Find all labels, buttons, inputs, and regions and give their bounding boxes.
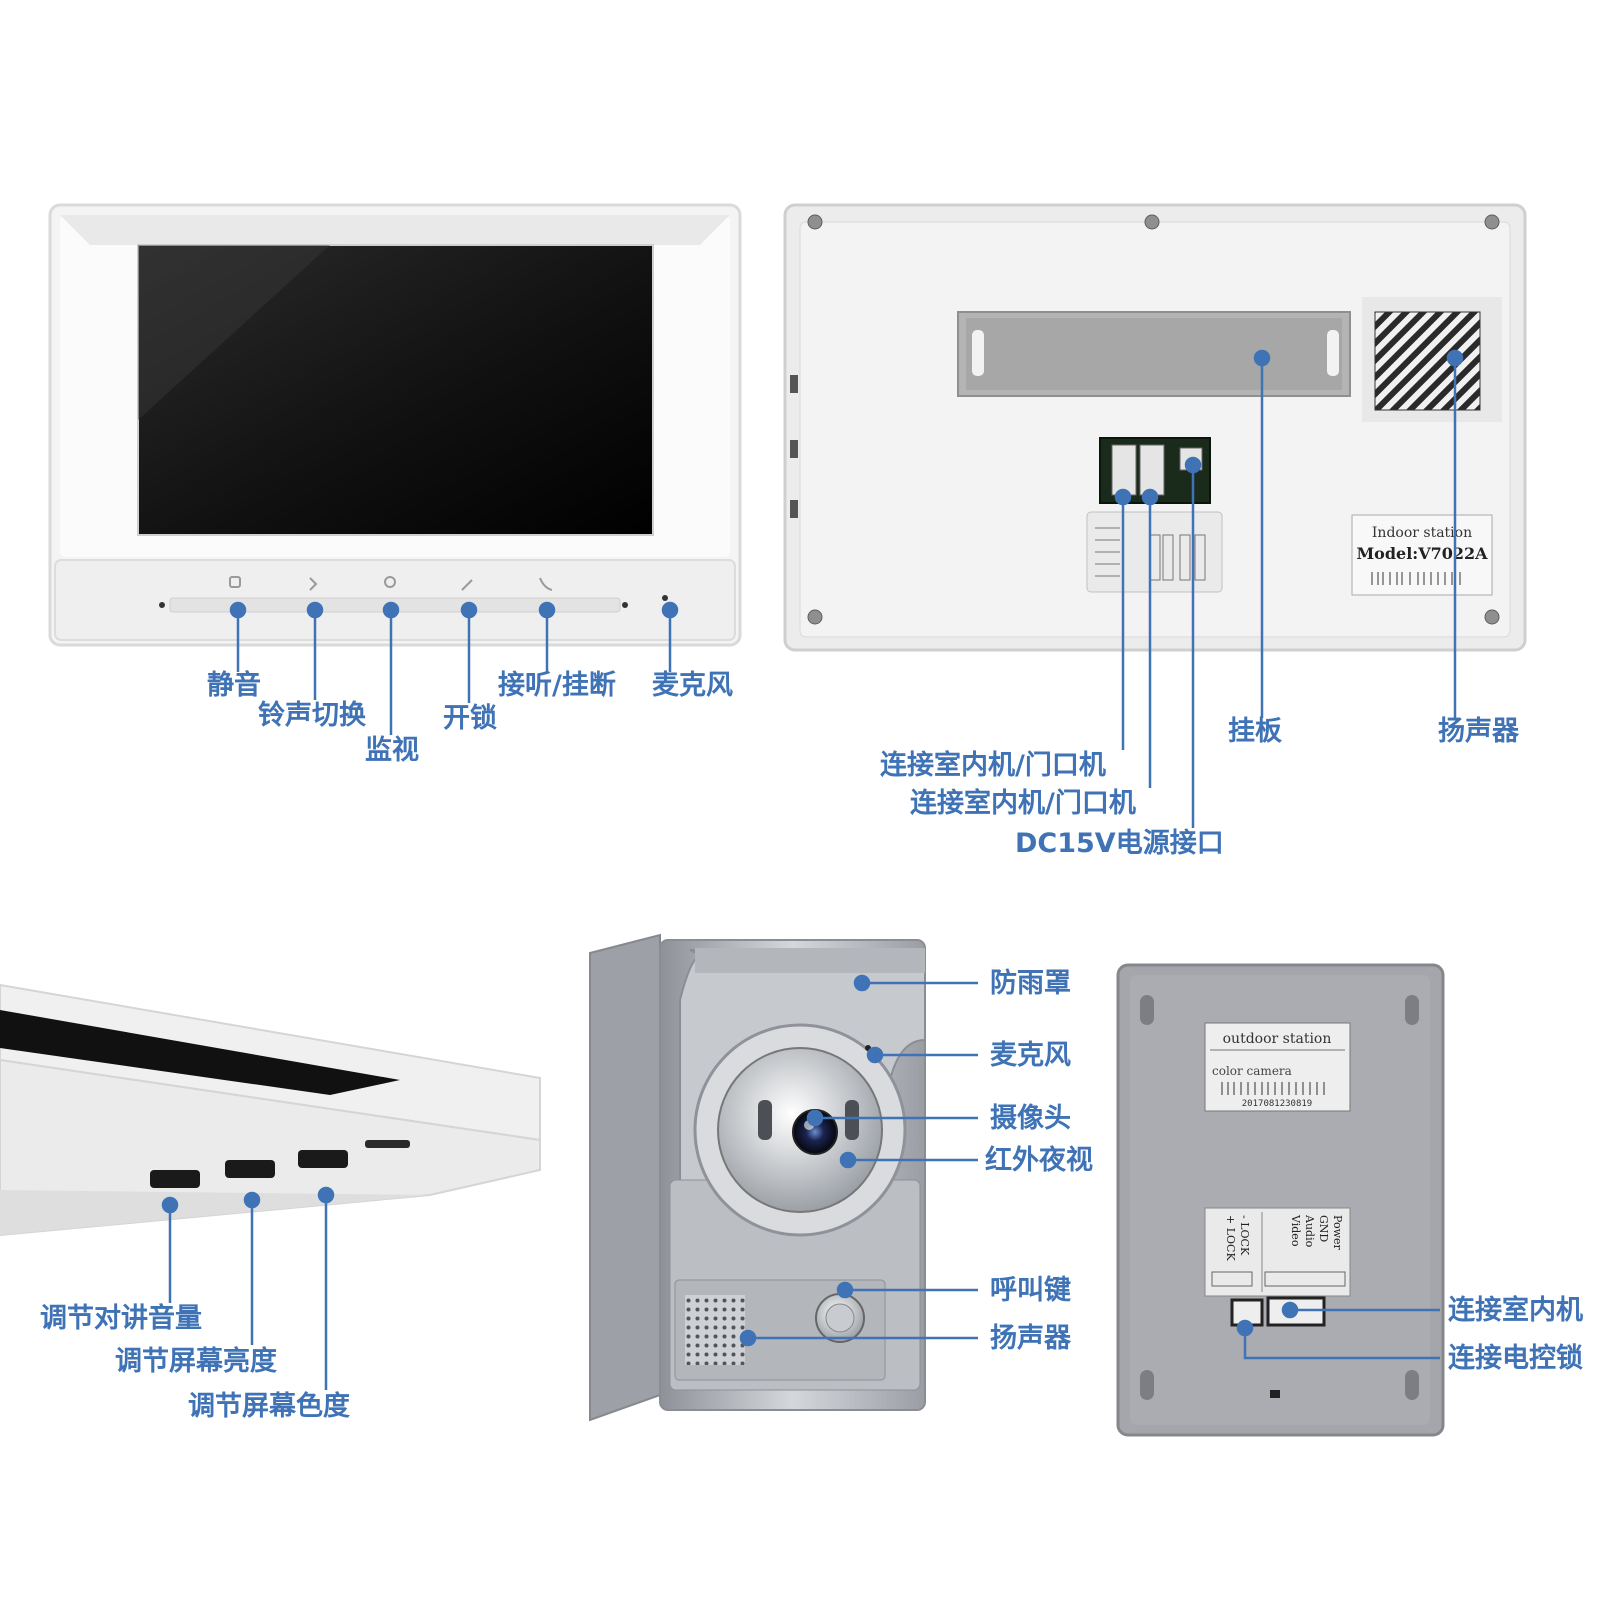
indoor-nameplate	[1351, 514, 1493, 596]
nameplate-line2: Model:V7022A	[1356, 544, 1488, 563]
label-intercom-volume: 调节对讲音量	[40, 1303, 202, 1334]
rear-monitor: Indoor station Model:V7022A	[783, 203, 1527, 652]
phone-icon	[539, 577, 553, 591]
monitor-icon	[384, 576, 396, 588]
label-unlock: 开锁	[443, 703, 497, 734]
label-dc15v-power: DC15V电源接口	[1015, 828, 1224, 859]
mic-hole	[662, 595, 668, 601]
label-monitor: 监视	[365, 735, 419, 766]
side-monitor	[0, 983, 541, 1237]
label-connect-lock: 连接电控锁	[1448, 1343, 1583, 1374]
label-screen-brightness: 调节屏幕亮度	[115, 1346, 277, 1377]
rear-speaker-grille	[1374, 311, 1481, 411]
front-screen	[137, 244, 654, 536]
outdoor-nameplate-line1: outdoor station	[1223, 1031, 1332, 1047]
bell-icon	[309, 577, 318, 591]
label-microphone: 麦克风	[652, 670, 733, 701]
terminal-lock-minus: - LOCK	[1238, 1215, 1251, 1256]
label-infrared: 红外夜视	[985, 1145, 1093, 1176]
mute-icon	[229, 576, 241, 588]
label-call-button: 呼叫键	[990, 1275, 1071, 1306]
terminal-video: Video	[1289, 1214, 1302, 1247]
key-icon	[461, 579, 473, 591]
label-rear-speaker: 扬声器	[1438, 716, 1519, 747]
terminal-power: Power	[1331, 1215, 1344, 1251]
outdoor-serial: 2017081230819	[1242, 1099, 1312, 1109]
leader-lines	[161, 349, 1464, 1390]
label-wall-plate: 挂板	[1228, 716, 1282, 747]
label-outdoor-speaker: 扬声器	[990, 1323, 1071, 1354]
chroma-slot	[298, 1150, 348, 1168]
front-monitor	[48, 203, 742, 647]
label-outdoor-mic: 麦克风	[990, 1040, 1071, 1071]
terminal-gnd: GND	[1317, 1215, 1330, 1242]
terminal-lock-plus: + LOCK	[1224, 1215, 1237, 1261]
label-rain-hood: 防雨罩	[990, 968, 1071, 999]
nameplate-line1: Indoor station	[1372, 525, 1472, 541]
label-answer-hangup: 接听/挂断	[498, 670, 616, 701]
label-camera: 摄像头	[990, 1103, 1071, 1134]
outdoor-back: outdoor station color camera 20170812308…	[1116, 963, 1445, 1437]
outdoor-nameplate	[1204, 1022, 1351, 1112]
outdoor-terminal-area	[1204, 1207, 1351, 1297]
outdoor-nameplate-line2: color camera	[1212, 1064, 1292, 1078]
label-ringtone: 铃声切换	[258, 700, 366, 731]
brightness-slot	[225, 1160, 275, 1178]
label-connect-indoor-door-1: 连接室内机/门口机	[880, 750, 1106, 781]
outdoor-front	[589, 933, 926, 1422]
label-connect-indoor-door-2: 连接室内机/门口机	[910, 788, 1136, 819]
label-connect-indoor: 连接室内机	[1448, 1295, 1583, 1326]
label-mute: 静音	[207, 670, 261, 701]
label-screen-chroma: 调节屏幕色度	[188, 1391, 350, 1422]
terminal-audio: Audio	[1303, 1214, 1316, 1248]
volume-slot	[150, 1170, 200, 1188]
outdoor-speaker-grille	[685, 1295, 745, 1365]
